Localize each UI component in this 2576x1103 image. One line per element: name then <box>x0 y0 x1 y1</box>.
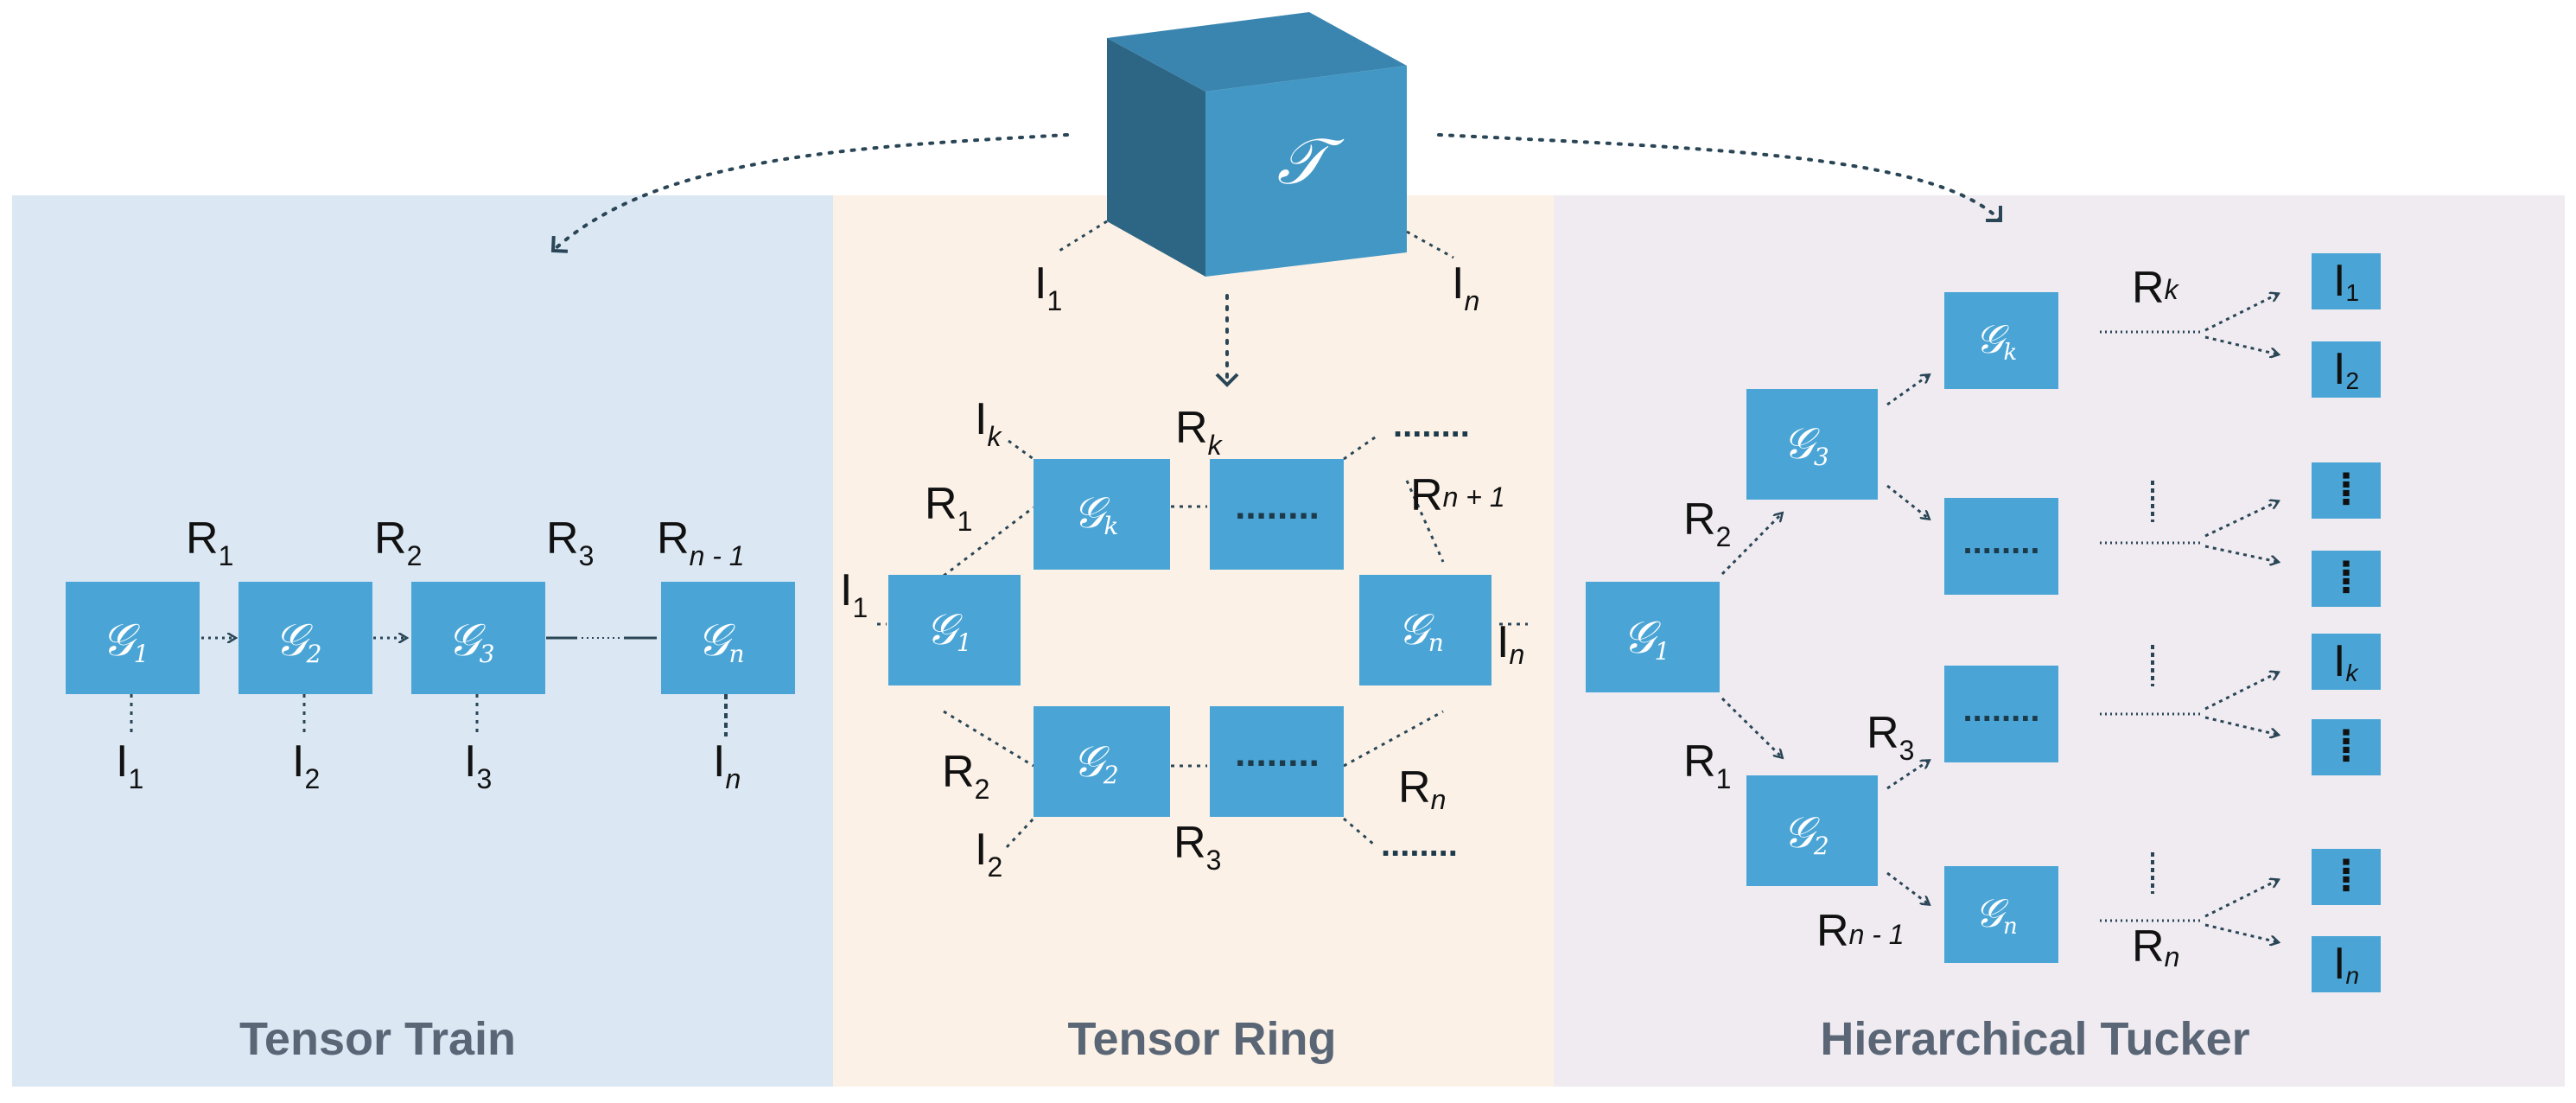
ht-label-r2: R2 <box>1683 494 1731 552</box>
tr-label-rk: Rk <box>1175 403 1224 461</box>
ht-label-r3: R3 <box>1867 708 1914 766</box>
svg-text:⁞: ⁞ <box>2338 851 2353 902</box>
tt-rank-3: R3 <box>546 513 594 571</box>
cube-side-face <box>1107 38 1205 277</box>
svg-text:⁞: ⁞ <box>2338 722 2353 772</box>
tr-node-bottom-dots: ........ <box>1210 706 1344 817</box>
ht-label-rn: Rn <box>2132 921 2179 972</box>
cube-top-face <box>1107 12 1407 92</box>
tr-label-r2: R2 <box>942 747 989 805</box>
tr-label-i1: I1 <box>840 565 868 623</box>
tt-node-1: 𝒢1 <box>66 582 200 694</box>
svg-text:⁞: ⁞ <box>2338 465 2353 515</box>
svg-text:𝒢1: 𝒢1 <box>1623 612 1670 666</box>
ht-node-gk: 𝒢k <box>1944 292 2058 389</box>
tr-label-rn1: Rn + 1 <box>1410 470 1505 520</box>
arrow-to-train <box>550 133 1069 253</box>
hierarchical-tucker-panel <box>1554 195 2565 1087</box>
tt-dim-2: I2 <box>292 736 320 794</box>
ht-label-rn-1: Rn - 1 <box>1816 906 1905 956</box>
arrow-to-tucker <box>1437 133 2003 223</box>
ht-leaf-2: ⁞ <box>2312 462 2381 519</box>
tr-label-ik: Ik <box>975 394 1002 452</box>
tt-dim-n: In <box>713 736 741 794</box>
tensor-cube: 𝒯 <box>1107 12 1407 277</box>
tt-node-2: 𝒢2 <box>239 582 372 694</box>
cube-dim-lines <box>1059 220 1454 259</box>
tr-label-i2: I2 <box>975 825 1002 883</box>
svg-text:𝒢n: 𝒢n <box>696 615 744 668</box>
tr-node-g2: 𝒢2 <box>1034 706 1170 817</box>
tt-rank-2: R2 <box>374 513 422 571</box>
tensor-ring-diagram: 𝒢k ........ 𝒢1 𝒢n 𝒢2 ........ Ik Rk R1 R… <box>840 394 1528 1065</box>
ht-node-gn: 𝒢n <box>1944 866 2058 963</box>
svg-text:𝒢n: 𝒢n <box>1397 604 1444 657</box>
tr-bottom-right-dots: ........ <box>1381 826 1458 864</box>
cube-split-arrows <box>550 133 2003 387</box>
cube-left-dim: I1 <box>1034 258 1062 316</box>
svg-text:Ik: Ik <box>2333 636 2359 686</box>
tr-label-r3: R3 <box>1174 818 1221 876</box>
ht-node-g3: 𝒢3 <box>1746 389 1878 500</box>
svg-text:𝒢3: 𝒢3 <box>448 615 495 668</box>
tr-top-right-dots: ........ <box>1393 406 1470 444</box>
tr-node-gk: 𝒢k <box>1034 459 1170 570</box>
ht-node-g2: 𝒢2 <box>1746 775 1878 886</box>
hierarchical-tucker-title: Hierarchical Tucker <box>1820 1013 2249 1065</box>
tt-dim-3: I3 <box>464 736 492 794</box>
ht-leaf-7: In <box>2312 936 2381 992</box>
cube-front-face <box>1205 66 1407 277</box>
tt-rank-1: R1 <box>186 513 233 571</box>
tensor-train-diagram: 𝒢1 𝒢2 𝒢3 𝒢n R1 R2 R3 Rn - 1 I1 I2 I3 In … <box>66 513 795 1065</box>
ht-leaf-1: I2 <box>2312 341 2381 398</box>
ht-label-rk: Rk <box>2132 263 2180 313</box>
tr-node-top-dots: ........ <box>1210 459 1344 570</box>
svg-text:........: ........ <box>1963 523 2040 561</box>
hierarchical-tucker-diagram: 𝒢1 𝒢3 𝒢2 𝒢k ........ ........ 𝒢n R2 R1 R <box>1586 253 2381 1065</box>
svg-text:........: ........ <box>1235 732 1320 775</box>
ht-leaf-3: ⁞ <box>2312 551 2381 607</box>
tensor-ring-title: Tensor Ring <box>1067 1013 1336 1065</box>
ht-leaf-5: ⁞ <box>2312 719 2381 775</box>
tt-rank-n-1: Rn - 1 <box>657 513 745 571</box>
ht-node-mid2-dots: ........ <box>1944 666 2058 762</box>
ht-label-r1: R1 <box>1683 736 1731 794</box>
ht-leaf-4: Ik <box>2312 634 2381 690</box>
svg-text:........: ........ <box>1235 485 1320 527</box>
ht-node-g1: 𝒢1 <box>1586 582 1720 692</box>
ht-leaf-0: I1 <box>2312 253 2381 309</box>
svg-text:In: In <box>2333 939 2359 989</box>
tr-label-rn: Rn <box>1398 762 1446 815</box>
ht-leaf-6: ⁞ <box>2312 849 2381 905</box>
svg-text:I1: I1 <box>2333 256 2359 306</box>
tt-node-3: 𝒢3 <box>411 582 545 694</box>
cube-right-dim: In <box>1452 258 1479 316</box>
ht-node-mid1-dots: ........ <box>1944 498 2058 595</box>
tt-dim-1: I1 <box>116 736 143 794</box>
svg-text:I2: I2 <box>2333 344 2359 394</box>
tensor-train-title: Tensor Train <box>239 1013 516 1065</box>
svg-text:⁞: ⁞ <box>2338 553 2353 603</box>
svg-text:........: ........ <box>1963 691 2040 729</box>
tr-node-g1: 𝒢1 <box>888 575 1021 685</box>
tr-label-in: In <box>1497 617 1524 670</box>
tt-node-n: 𝒢n <box>661 582 795 694</box>
tr-label-r1: R1 <box>925 479 972 537</box>
tr-node-gn: 𝒢n <box>1359 575 1492 685</box>
